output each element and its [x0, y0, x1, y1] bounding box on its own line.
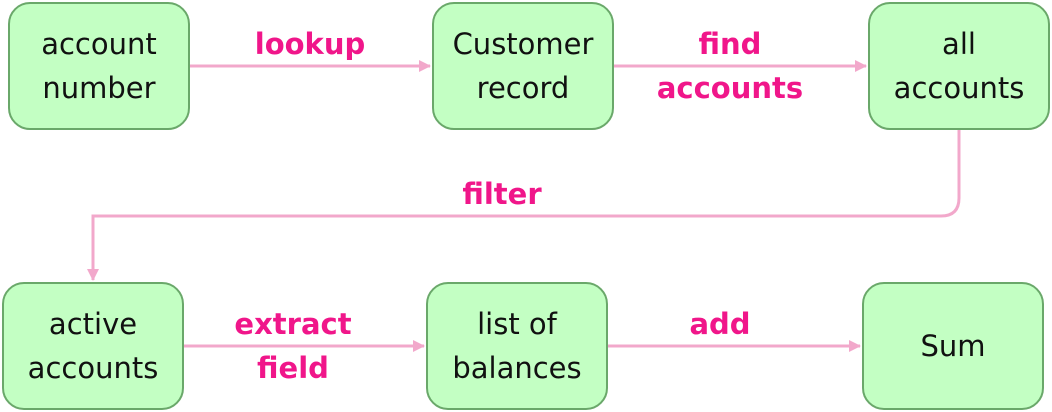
edge-label-filter: filter	[462, 177, 542, 211]
node-all-accounts: all accounts	[868, 2, 1050, 130]
node-customer-record: Customer record	[432, 2, 614, 130]
node-account-number: account number	[8, 2, 190, 130]
edge-label-extract-field: extract field	[234, 307, 352, 385]
node-active-accounts: active accounts	[2, 282, 184, 410]
node-customer-record-label: Customer record	[452, 27, 594, 105]
node-list-of-balances: list of balances	[426, 282, 608, 410]
edge-filter-line	[87, 130, 961, 281]
node-sum: Sum	[862, 282, 1044, 410]
edge-label-lookup: lookup	[254, 27, 366, 61]
node-list-of-balances-label: list of balances	[452, 307, 582, 385]
node-active-accounts-label: active accounts	[27, 307, 159, 385]
edge-label-add: add	[689, 307, 751, 341]
node-account-number-label: account number	[41, 27, 157, 105]
node-sum-label: Sum	[920, 329, 986, 363]
node-all-accounts-label: all accounts	[893, 27, 1025, 105]
edge-label-find-accounts: find accounts	[656, 27, 804, 105]
